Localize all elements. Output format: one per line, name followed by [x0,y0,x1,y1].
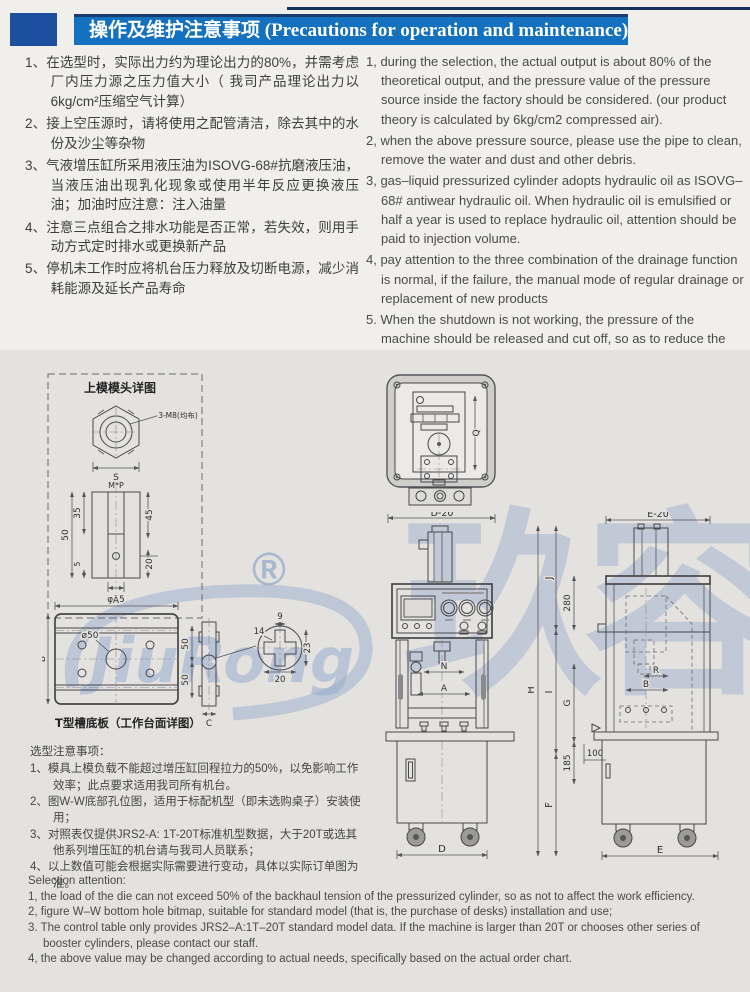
page-title: 操作及维护注意事项 (Precautions for operation and… [74,14,628,45]
die-head-title: 上模模头详图 [84,380,156,395]
die-head-d25-dim: φ25 [107,595,124,605]
machine-front-view-drawing: D-20 [385,512,515,859]
selection-note-cn-item: 1、模具上模负载不能超过增压缸回程拉力的50%，以免影响工作效率；此点要求适用我… [30,763,359,792]
side-i-dim: I [544,691,555,694]
tslot-23-dim: 23 [303,643,313,654]
tslot-groove-detail [256,624,304,674]
precaution-en-item: 3, gas–liquid pressurized cylinder adopt… [366,173,743,247]
die-head-50-dim: 50 [61,529,71,541]
front-booster-cylinder [418,525,453,583]
top-view-q-dim: Q [472,429,482,436]
die-head-5-dim: 5 [73,561,82,566]
tslot-9-dim: 9 [277,612,282,622]
tslot-d50-label: ø50 [82,631,99,641]
page-title-text: 操作及维护注意事项 (Precautions for operation and… [89,20,629,41]
precaution-cn-item: 3、气液增压缸所采用液压油为ISOVG-68#抗磨液压油，当液压油出现乳化现象或… [25,158,359,213]
selection-note-cn-item: 2、图W-W底部孔位图，适用于标配机型（即未选购桌子）安装使用； [30,795,361,825]
side-booster-cylinder [633,523,669,577]
front-n-dim: N [441,662,448,672]
technical-drawings-band: ® JiuRong 玖容 上模模头详图 3-M8(均布) [0,350,750,992]
machine-top-view-drawing: Q [386,374,496,506]
tslot-50-upper-dim: 50 [181,638,191,650]
selection-notes-en-title: Selection attention: [28,875,126,887]
side-cabinet [593,731,719,825]
side-185-dim: 185 [563,754,573,771]
precautions-english: 1, during the selection, the actual outp… [366,52,746,370]
watermark-brand-characters: 玖容 [402,496,750,719]
side-100-dim: 100 [587,749,603,759]
front-control-panel [391,583,494,639]
selection-notes-english: Selection attention: 1, the load of the … [28,874,726,968]
die-head-20-dim: 20 [145,558,155,570]
header-accent-square [10,13,57,46]
front-d20-dim: D-20 [431,512,454,519]
front-a-dim: A [441,684,448,694]
top-view-corner-screws [393,381,489,481]
die-head-35-dim: 35 [73,507,83,518]
front-casters [406,822,480,847]
die-head-45-dim: 45 [145,509,155,520]
top-view-mount-bracket [408,487,472,506]
precaution-cn-item: 5、停机未工作时应将机台压力释放及切断电源，减少消耗能源及延长产品寿命 [25,261,359,296]
side-r-dim: R [653,666,659,676]
die-head-detail-drawing: 上模模头详图 3-M8(均布) S [47,373,203,619]
side-e-dim: E [657,845,663,856]
tslot-a-dim: A [113,596,120,606]
tslot-plate-front-view [54,613,179,705]
tslot-14-dim: 14 [254,627,265,637]
side-g-dim: G [563,699,573,706]
tslot-title: T型槽底板（工作台面详图） [55,716,201,730]
tslot-50-lower-dim: 50 [181,674,191,686]
machine-side-view-drawing: H J I F 280 G 185 100 E-20 [528,512,719,860]
side-280-dim: 280 [563,594,573,611]
precaution-en-item: 1, during the selection, the actual outp… [366,54,727,127]
front-cabinet [385,731,515,824]
selection-note-cn-item: 3、对照表仅提供JRS2-A: 1T-20T标准机型数据，大于20T或选其他系列… [30,828,358,857]
precaution-cn-item: 2、接上空压源时，请将使用之配管清洁，除去其中的水份及沙尘等杂物 [25,116,359,151]
top-view-internal-assembly [410,391,466,486]
t-slot-plate-drawing: A ø50 B T型槽底板（工作台面详图） [42,596,315,731]
die-head-mp-label: M*P [108,481,124,490]
precaution-en-item: 2, when the above pressure source, pleas… [366,132,742,168]
tslot-20-dim: 20 [275,675,286,685]
selection-note-cn-item: 4、以上数值可能会根据实际需要进行变动，具体以实际订单图为准。 [30,861,359,890]
selection-note-en-item: 1, the load of the die can not exceed 50… [28,890,695,903]
precaution-en-item: 4, pay attention to the three combinatio… [366,252,744,306]
precautions-chinese: 1、在选型时，实际出力约为理论出力的80%，并需考虑厂内压力源之压力值大小（ 我… [25,53,359,301]
die-head-m8-label: 3-M8(均布) [158,410,198,420]
selection-note-en-item: 3. The control table only provides JRS2–… [28,921,700,950]
die-head-section-view [91,484,158,590]
precaution-cn-item: 1、在选型时，实际出力约为理论出力的80%，并需考虑厂内压力源之压力值大小（ 我… [25,55,359,109]
side-f-dim: F [544,802,555,808]
side-h-dim: H [528,686,537,694]
selection-notes-chinese: 选型注意事项： 1、模具上模负载不能超过增压缸回程拉力的50%，以免影响工作效率… [30,744,362,892]
side-j-dim: J [544,577,555,581]
tslot-c-dim: C [206,719,212,729]
front-d-dim: D [438,844,446,855]
side-b-dim: B [643,680,649,690]
tslot-b-dim: B [42,656,48,662]
die-head-hex-top-view [92,405,161,459]
front-press-frame [395,638,489,732]
side-casters [613,823,697,848]
selection-note-en-item: 4, the above value may be changed accord… [28,953,573,966]
header-rule [287,7,750,10]
selection-note-en-item: 2, figure W–W bottom hole bitmap, suitab… [28,906,613,919]
die-head-s-dim: S [113,473,119,483]
precaution-cn-item: 4、注意三点组合之排水功能是否正常，若失效，则用手动方式定时排水或更换新产品 [25,219,359,254]
tslot-side-view [198,618,257,710]
side-e20-dim: E-20 [647,512,669,520]
side-machine-body [591,575,711,733]
selection-notes-cn-title: 选型注意事项： [30,746,111,758]
